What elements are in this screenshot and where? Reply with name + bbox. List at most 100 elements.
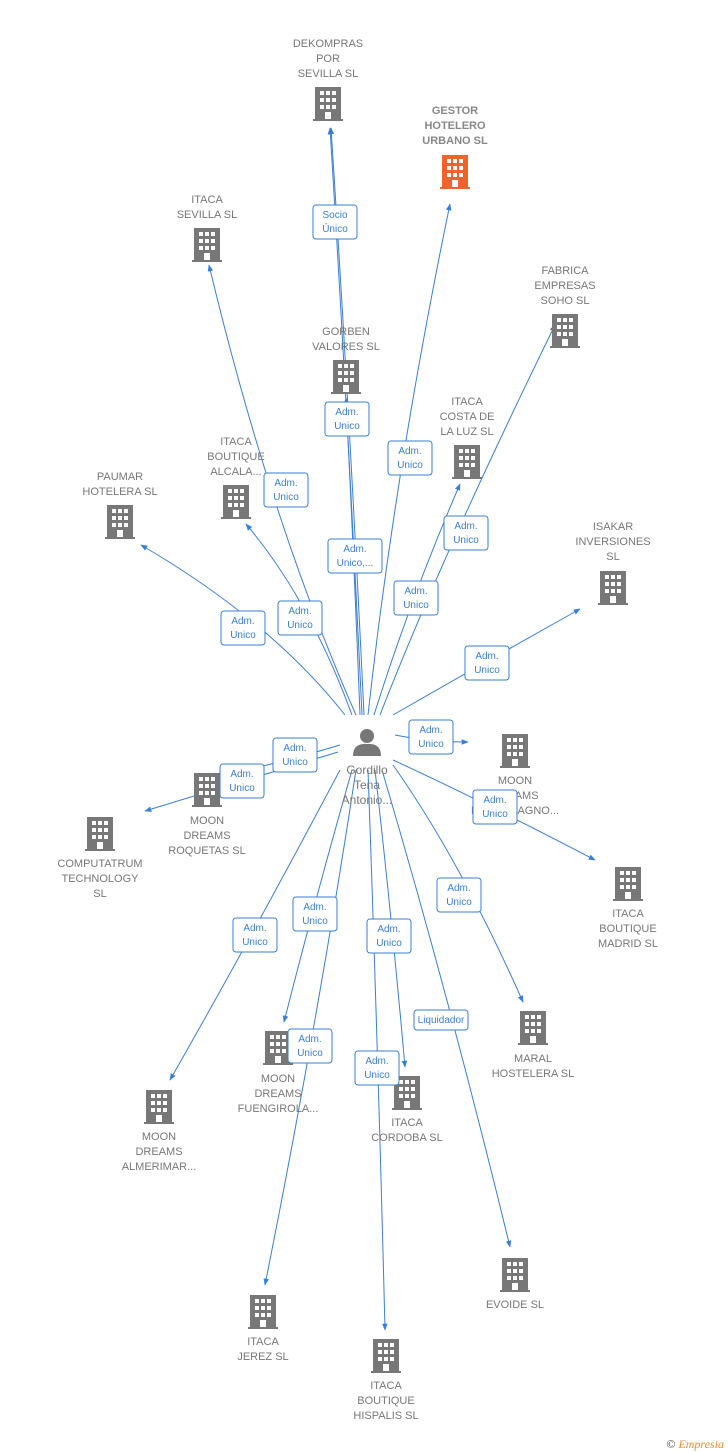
building-icon — [331, 360, 361, 394]
relation-label-text: Adm. — [454, 521, 477, 532]
building-icon — [518, 1011, 548, 1045]
relation-label-itaca-jerez[interactable]: Adm.Unico — [287, 1028, 333, 1064]
company-label: LA LUZ SL — [440, 426, 493, 438]
relation-label-text: Unico — [334, 421, 360, 432]
relation-label-text: Adm. — [377, 924, 400, 935]
relation-label-maral[interactable]: Adm.Unico — [436, 877, 482, 913]
relation-label-moon-roquetas[interactable]: Adm.Unico — [272, 737, 318, 773]
relation-label-fabrica[interactable]: Adm.Unico — [393, 580, 439, 616]
relation-label-text: Unico — [282, 757, 308, 768]
company-label: ALCALA... — [210, 466, 261, 478]
center-label: Tena — [354, 778, 380, 792]
relation-label-text: Unico — [242, 937, 268, 948]
relation-label-paumar[interactable]: Adm.Unico — [220, 610, 266, 646]
relation-label-text: Unico — [482, 809, 508, 820]
company-label: GORBEN — [322, 326, 370, 338]
company-label: ITACA — [247, 1336, 279, 1348]
building-icon — [248, 1295, 278, 1329]
brand-logo[interactable]: Empresia — [678, 1437, 724, 1451]
relation-label-itaca-alcala[interactable]: Adm.Unico — [277, 600, 323, 636]
relation-label-moon-fuengirola[interactable]: Adm.Unico — [292, 896, 338, 932]
company-label: POR — [316, 53, 340, 65]
company-label: FUENGIROLA... — [238, 1103, 319, 1115]
building-icon — [85, 817, 115, 851]
relation-label-evoide[interactable]: Liquidador — [413, 1009, 469, 1031]
relation-label-moon-almerimar[interactable]: Adm. Unico — [232, 917, 278, 953]
relation-label-moon-pla[interactable]: Adm.Unico — [408, 719, 454, 755]
company-label: EMPRESAS — [534, 280, 595, 292]
relation-label-text: Unico — [302, 916, 328, 927]
company-label: MADRID SL — [598, 938, 658, 950]
company-node-fabrica[interactable]: FABRICA EMPRESAS SOHO SL — [534, 265, 596, 348]
company-label: SOHO SL — [541, 295, 590, 307]
company-label: BOUTIQUE — [599, 923, 656, 935]
relation-label-text: Adm. — [475, 651, 498, 662]
relation-label-isakar[interactable]: Adm.Unico — [464, 645, 510, 681]
relation-label-itaca-sevilla[interactable]: Adm.Unico — [263, 472, 309, 508]
edge-line-maral — [392, 764, 524, 1003]
company-label: URBANO SL — [422, 135, 488, 147]
company-label: DREAMS — [183, 830, 230, 842]
company-label: ALMERIMAR... — [122, 1161, 197, 1173]
company-node-paumar[interactable]: PAUMAR HOTELERA SL — [82, 471, 158, 539]
company-label: SL — [93, 888, 106, 900]
company-node-gestor[interactable]: GESTOR HOTELERO URBANO SL — [422, 105, 488, 189]
company-label: MOON — [261, 1073, 295, 1085]
company-label: FABRICA — [541, 265, 589, 277]
relation-label-dekompras[interactable]: Adm.Unico,... — [327, 538, 383, 574]
relation-label-itaca-costa[interactable]: Adm.Unico — [443, 515, 489, 551]
center-label: Gordillo — [346, 763, 388, 777]
relation-label-itaca-hispalis[interactable]: Adm.Unico — [354, 1050, 400, 1086]
building-icon — [192, 228, 222, 262]
relation-label-text: Unico,... — [337, 558, 374, 569]
relation-label-text: Unico — [230, 630, 256, 641]
relation-label-text: Adm. — [274, 478, 297, 489]
building-icon — [192, 773, 222, 807]
company-label: INVERSIONES — [575, 536, 650, 548]
relation-label-text: Unico — [403, 600, 429, 611]
building-icon — [313, 87, 343, 121]
relation-label-text: Único — [322, 222, 348, 235]
company-label: SEVILLA SL — [298, 68, 359, 80]
edge-labels-layer: SocioÚnicoAdm.UnicoAdm.UnicoAdm.UnicoAdm… — [219, 204, 518, 1086]
company-label: HOSTELERA SL — [492, 1068, 575, 1080]
relation-label-text: Adm. — [288, 606, 311, 617]
building-icon — [500, 734, 530, 768]
company-node-itaca-alcala[interactable]: ITACABOUTIQUEALCALA... — [207, 436, 265, 519]
company-label: GESTOR — [432, 105, 478, 117]
company-label: HOTELERO — [424, 120, 486, 132]
relation-label-computatrum[interactable]: Adm.Unico — [219, 763, 265, 799]
company-node-moon-almerimar[interactable]: MOONDREAMSALMERIMAR... — [122, 1090, 197, 1173]
company-label: HOTELERA SL — [82, 486, 157, 498]
company-node-moon-fuengirola[interactable]: MOONDREAMSFUENGIROLA... — [238, 1031, 319, 1115]
company-node-evoide[interactable]: EVOIDE SL — [486, 1258, 544, 1311]
footer: © Empresia — [666, 1437, 724, 1452]
relation-label-text: Unico — [397, 460, 423, 471]
relation-label-text: Adm. — [243, 923, 266, 934]
company-label: PAUMAR — [97, 471, 143, 483]
company-label: MOON — [190, 815, 224, 827]
relation-label-itaca-madrid[interactable]: Adm.Unico — [472, 789, 518, 825]
relation-label-text: Unico — [446, 897, 472, 908]
building-icon — [598, 571, 628, 605]
relation-label-gorben[interactable]: Adm.Unico — [324, 401, 370, 437]
relation-label-itaca-cordoba[interactable]: Adm.Unico — [366, 918, 412, 954]
relation-label-gestor[interactable]: Adm.Unico — [387, 440, 433, 476]
company-label: SEVILLA SL — [177, 209, 238, 221]
center-node[interactable]: GordilloTenaAntonio... — [342, 729, 393, 807]
relation-label-text: Adm. — [419, 725, 442, 736]
building-icon — [452, 445, 482, 479]
